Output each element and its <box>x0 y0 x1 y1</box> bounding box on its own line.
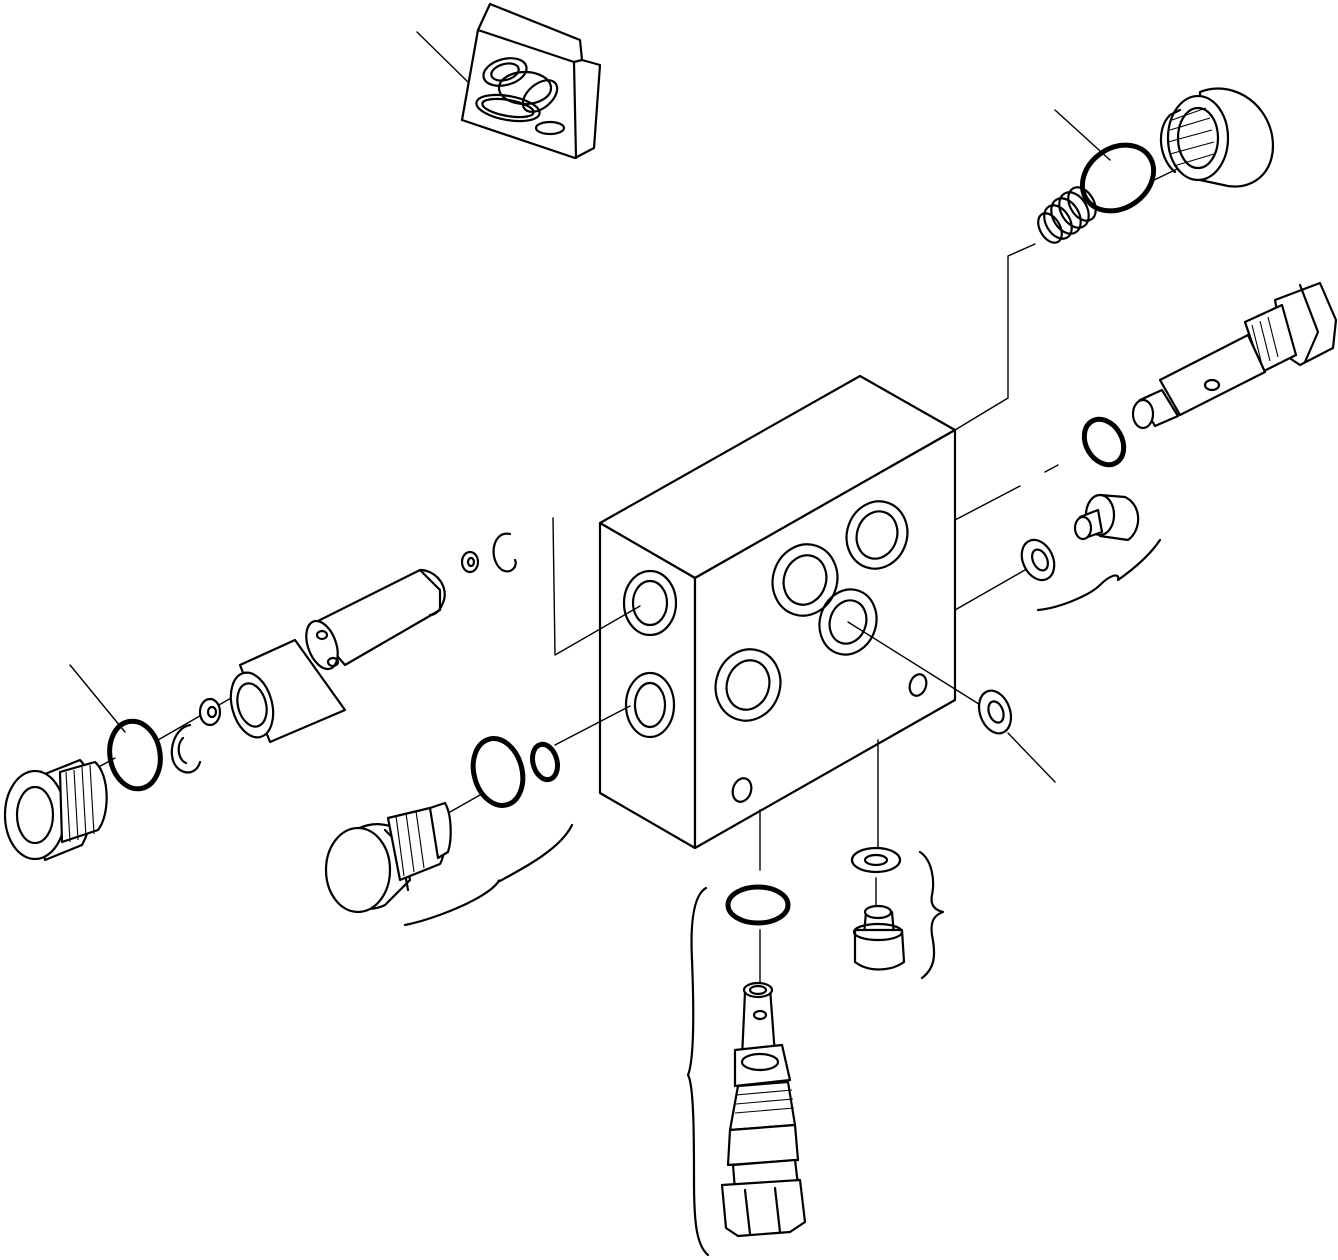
left-snap-ring-icon <box>170 697 222 774</box>
left-hex-o-rings-icon <box>470 736 560 808</box>
top-right-o-ring-icon <box>1079 142 1157 214</box>
bottom-washer-icon <box>850 846 902 906</box>
left-brace <box>403 823 574 927</box>
top-right-plug-icon <box>1159 87 1275 188</box>
bottom-o-ring-icon <box>725 884 791 926</box>
left-o-ring-icon <box>107 718 163 792</box>
right-o-ring-icon <box>1081 416 1127 468</box>
spring-icon <box>1037 186 1097 244</box>
left-hex-plug-icon <box>324 801 452 914</box>
right-washer-icon <box>1020 538 1056 582</box>
bottom-left-brace <box>686 886 710 1257</box>
front-washer-icon <box>977 689 1013 735</box>
bottom-right-brace <box>918 850 945 980</box>
right-brace <box>1036 538 1162 612</box>
seal-kit-icon <box>416 2 602 160</box>
right-cartridge-icon <box>1131 281 1338 430</box>
left-plug-icon <box>3 758 108 862</box>
valve-block-icon <box>598 374 957 850</box>
right-small-plug-icon <box>1073 493 1140 542</box>
left-piston-icon <box>229 532 517 744</box>
bottom-small-plug-icon <box>852 904 906 971</box>
bottom-relief-valve-icon <box>720 981 807 1238</box>
